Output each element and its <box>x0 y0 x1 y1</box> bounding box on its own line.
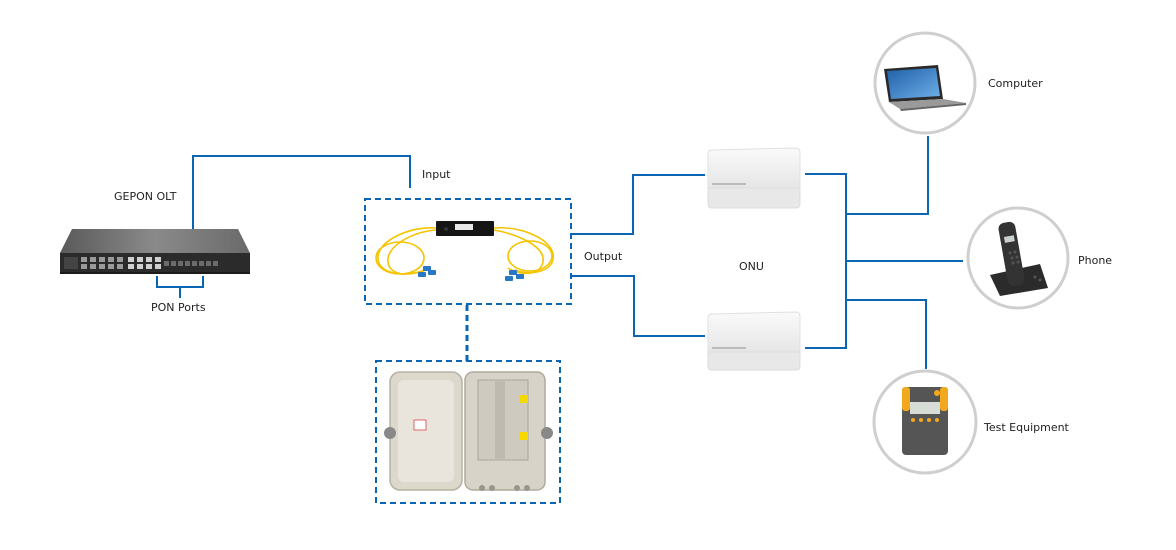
input-label: Input <box>422 168 451 181</box>
onu-label: ONU <box>739 260 764 273</box>
test-equipment-label: Test Equipment <box>984 421 1069 434</box>
laptop-icon[interactable] <box>873 31 977 135</box>
pon-ports-bracket <box>156 276 204 288</box>
link-onu-1-to-bus <box>805 173 847 349</box>
cordless-phone-icon[interactable] <box>966 206 1070 310</box>
test-meter-icon[interactable] <box>872 369 978 475</box>
link-bus-to-computer <box>846 136 929 215</box>
link-splitter-to-onu-1 <box>571 174 705 235</box>
onu-router-icon-2[interactable] <box>707 311 801 371</box>
distribution-box-icon[interactable] <box>384 371 553 491</box>
output-label: Output <box>584 250 623 263</box>
link-bus-to-test-equipment <box>846 299 927 369</box>
plc-splitter-icon[interactable] <box>375 221 554 281</box>
distribution-box-frame <box>375 360 561 504</box>
splitter-frame <box>364 198 572 305</box>
phone-label: Phone <box>1078 254 1113 267</box>
link-olt-to-splitter <box>192 155 411 229</box>
link-splitter-to-onu-2 <box>571 275 705 337</box>
olt-switch-icon[interactable] <box>60 229 250 274</box>
computer-label: Computer <box>988 77 1043 90</box>
pon-ports-label: PON Ports <box>151 301 206 314</box>
olt-label: GEPON OLT <box>114 190 177 203</box>
onu-router-icon-1[interactable] <box>707 147 801 209</box>
